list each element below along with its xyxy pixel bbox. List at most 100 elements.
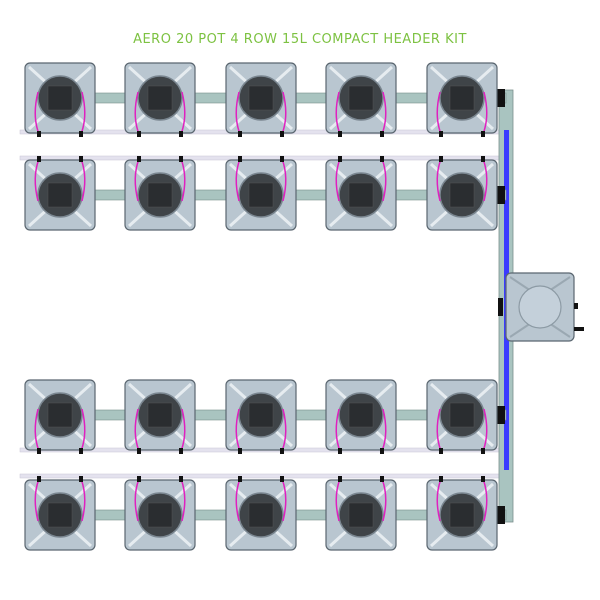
pipe-elbow [497,506,505,524]
drip-line [482,408,488,452]
net-pot [449,502,475,528]
drip-line [134,91,140,135]
pot [225,476,297,551]
diagram-title: AERO 20 POT 4 ROW 15L COMPACT HEADER KIT [133,32,467,47]
drip-stake [179,448,183,454]
pot [426,476,498,551]
net-pot [248,502,274,528]
pot [325,62,397,137]
drip-line [34,478,40,522]
pot-ribs [27,162,93,228]
drip-stake [238,156,242,162]
drip-line [281,91,287,135]
drip-stake [37,448,41,454]
drip-stake [79,448,83,454]
net-pot [449,182,475,208]
drip-stake [137,131,141,137]
net-pot [449,402,475,428]
net-pot [248,85,274,111]
tank-valve [498,298,503,316]
pot-ribs [228,482,294,548]
net-pot [348,85,374,111]
drip-line [34,158,40,202]
tank-lid [518,285,562,329]
net-pot [348,402,374,428]
pot [24,62,96,137]
drip-stake [37,156,41,162]
pot [124,156,196,231]
drip-stake [238,476,242,482]
drip-stake [79,156,83,162]
drip-stake [137,156,141,162]
drip-stake [380,476,384,482]
drip-stake [280,131,284,137]
drip-stake [137,476,141,482]
drip-stake [179,476,183,482]
drip-line [381,408,387,452]
net-pot [147,85,173,111]
pot-ribs [27,382,93,448]
pot [426,156,498,231]
pot-ribs [27,482,93,548]
drip-line [335,91,341,135]
net-pot [47,85,73,111]
pot-ribs [429,482,495,548]
pot-ribs [27,65,93,131]
drip-stake [338,156,342,162]
drip-line [482,158,488,202]
net-pot [47,182,73,208]
drip-stake [238,131,242,137]
pot [124,379,196,454]
pot-ribs [429,65,495,131]
drip-line [381,91,387,135]
drip-line [134,408,140,452]
pipe-elbow [497,89,505,107]
drip-line [381,478,387,522]
drip-line [180,158,186,202]
drip-line [80,91,86,135]
pot-ribs [328,482,394,548]
pot-ribs [429,382,495,448]
net-pot [449,85,475,111]
drip-stake [79,476,83,482]
pot [24,476,96,551]
net-pot [248,402,274,428]
drip-line [436,91,442,135]
pot [225,156,297,231]
net-pot [147,502,173,528]
pot [325,156,397,231]
drip-line [335,158,341,202]
drip-stake [338,476,342,482]
drip-stake [439,131,443,137]
drip-line [34,408,40,452]
drip-stake [179,156,183,162]
drip-stake [439,476,443,482]
drip-line [80,158,86,202]
drip-stake [481,448,485,454]
tank-outlet [574,327,584,331]
drip-stake [280,156,284,162]
drip-stake [280,448,284,454]
pot-ribs [328,382,394,448]
drip-stake [338,448,342,454]
pot-ribs [127,162,193,228]
pot-ribs [328,162,394,228]
drip-stake [481,476,485,482]
net-pot [348,182,374,208]
drip-line [134,158,140,202]
pot-ribs [228,65,294,131]
pot [225,62,297,137]
drip-line [335,408,341,452]
drip-stake [338,131,342,137]
drip-line [180,478,186,522]
drip-line [235,478,241,522]
drip-stake [380,131,384,137]
pipe-elbow [497,406,505,424]
drip-stake [439,156,443,162]
pot [124,476,196,551]
drip-stake [37,476,41,482]
pot-ribs [127,382,193,448]
drip-line [235,408,241,452]
drip-stake [439,448,443,454]
